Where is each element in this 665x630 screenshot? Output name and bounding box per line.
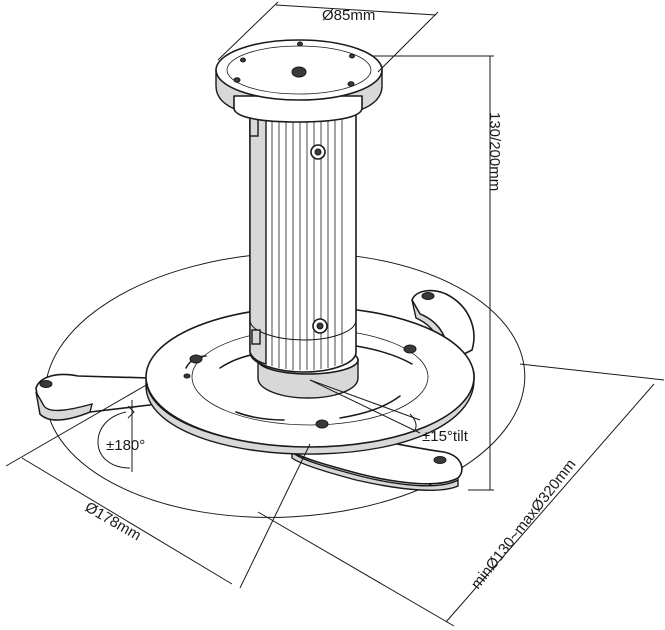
tilt-indicator: ±15°tilt: [309, 379, 469, 445]
rotation-indicator: ±180°: [97, 400, 145, 472]
plate-diameter-label: Ø178mm: [82, 499, 144, 545]
adapter-arm-right-back: [411, 289, 475, 366]
dim-top-diameter: Ø85mm: [217, 1, 439, 73]
tilt-label: ±15°tilt: [422, 428, 469, 445]
ceiling-plate: [215, 39, 383, 123]
rotation-label: ±180°: [106, 437, 145, 454]
telescopic-pole: [249, 107, 357, 373]
height-label: 130/200mm: [486, 112, 503, 191]
arm-span-label: minØ130~maxØ320mm: [468, 456, 580, 592]
top-diameter-label: Ø85mm: [322, 7, 375, 24]
dim-height: 130/200mm: [372, 55, 503, 491]
